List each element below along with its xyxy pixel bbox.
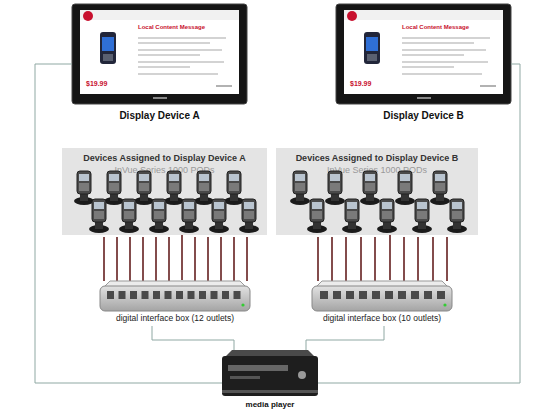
device-group-panel: Devices Assigned to Display Device B InVu… (276, 148, 478, 235)
interface-box: digital interface box (12 outlets) (90, 280, 260, 326)
connector-line (152, 326, 234, 350)
node-title: media player (222, 400, 318, 409)
device-group-panel: Devices Assigned to Display Device A InVu… (62, 148, 267, 235)
node-title: digital interface box (12 outlets) (90, 314, 260, 324)
tv-illustration (336, 4, 511, 104)
screen-price: $19.99 (350, 80, 371, 87)
node-title: Devices Assigned to Display Device B (276, 153, 478, 163)
connector-line (389, 235, 391, 280)
media-player-illustration (222, 350, 318, 396)
pod-wires (104, 237, 447, 281)
node-subtitle: InVue Series 1000 PODs (62, 165, 267, 175)
interface-box-illustration (312, 281, 452, 311)
connector-line (306, 326, 384, 350)
node-subtitle: InVue Series 1000 PODs (276, 165, 478, 175)
interface-box-illustration (100, 281, 250, 311)
display-device: Display Device B (336, 4, 511, 124)
node-title: Devices Assigned to Display Device A (62, 153, 267, 163)
screen-message: Local Content Message (402, 24, 469, 30)
screen-price: $19.99 (86, 80, 107, 87)
media-player: media player (222, 350, 318, 412)
node-title: digital interface box (10 outlets) (297, 314, 467, 324)
node-title: Display Device A (72, 110, 247, 122)
screen-message: Local Content Message (138, 24, 205, 30)
tv-illustration (72, 4, 247, 104)
display-device: Display Device A (72, 4, 247, 124)
node-title: Display Device B (336, 110, 511, 122)
connector-line (181, 235, 183, 280)
interface-box: digital interface box (10 outlets) (297, 280, 467, 326)
